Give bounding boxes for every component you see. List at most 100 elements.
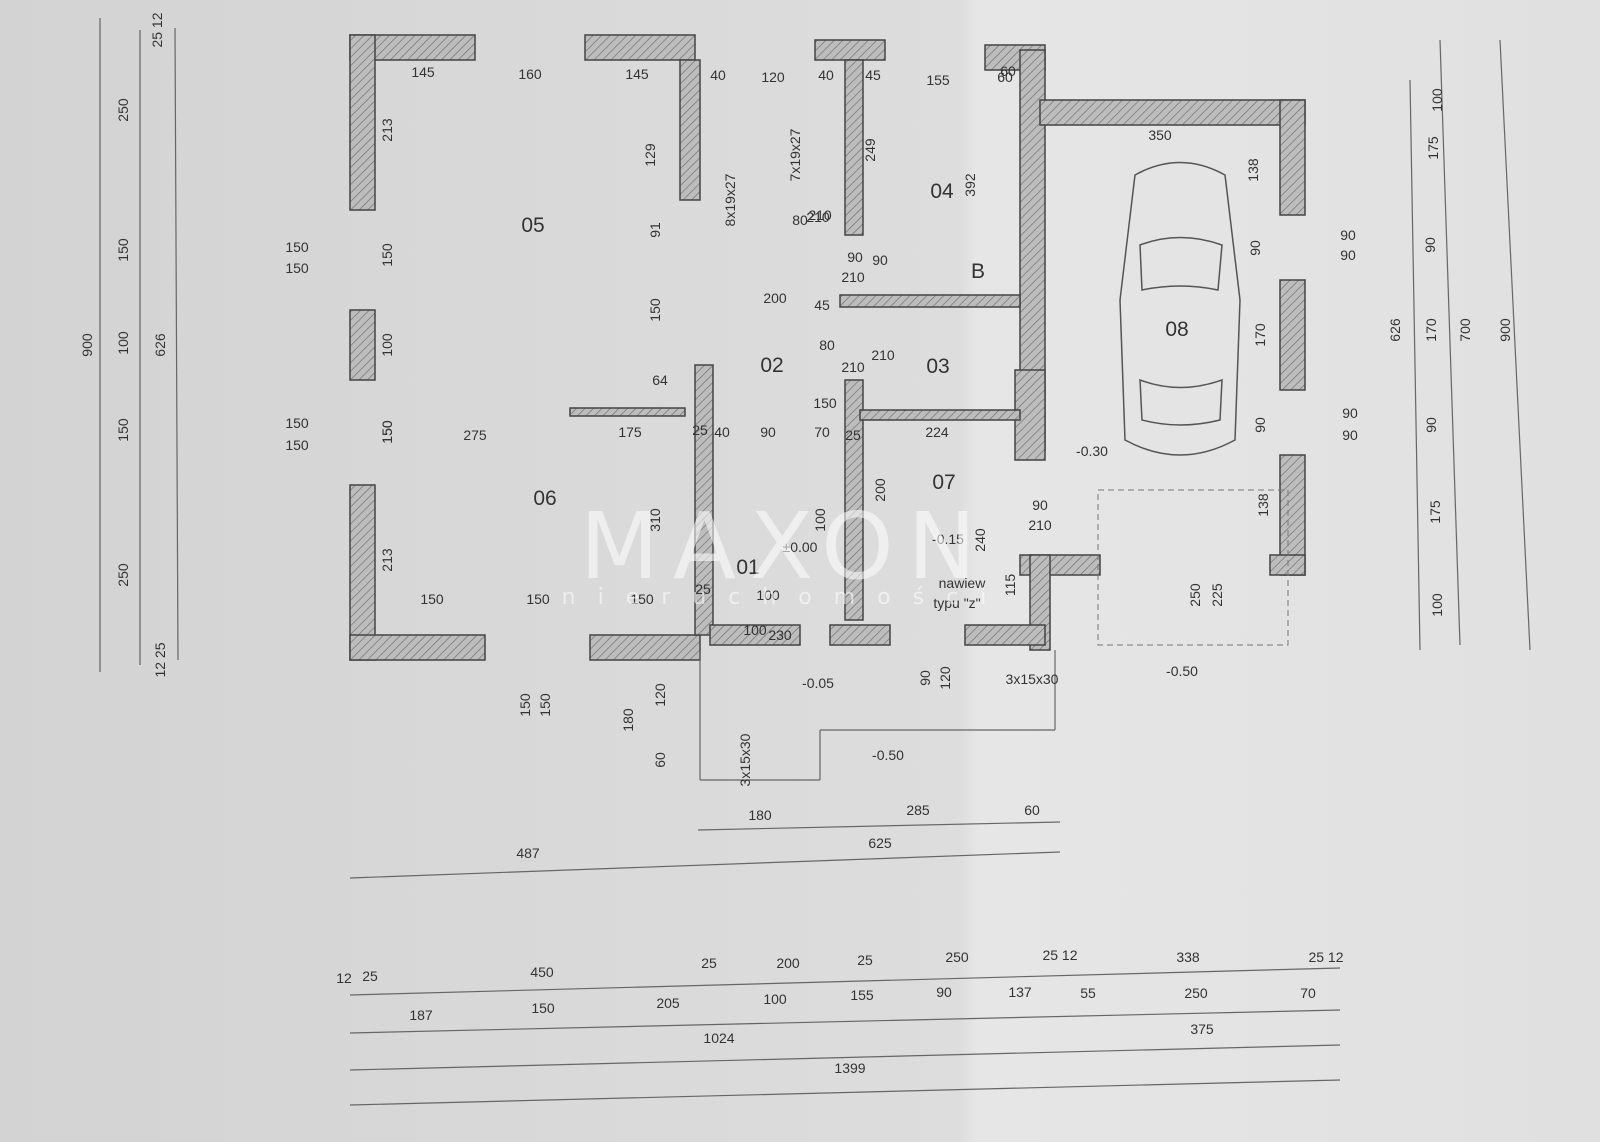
dimension-label: 180 (748, 807, 772, 823)
dimension-label: 275 (463, 427, 487, 443)
wall (839, 294, 1021, 308)
dimension-label: 90 (872, 252, 888, 268)
dimension-label: 175 (1425, 136, 1441, 160)
room-label: 03 (926, 355, 949, 378)
level-mark: ±0.00 (783, 539, 818, 555)
wall (589, 634, 701, 661)
room-label: 04 (930, 180, 954, 203)
dimension-label: 250 (1184, 985, 1208, 1001)
dimension-label: 310 (647, 508, 663, 532)
dimension-label: 90 (1422, 237, 1438, 253)
stairs-label: 3x15x30 (737, 733, 753, 786)
dimension-label: 150 (285, 239, 309, 255)
wall (829, 624, 891, 646)
dimension-label: 25 (857, 952, 873, 968)
wall (584, 34, 696, 61)
dimension-label: 137 (1008, 984, 1032, 1000)
dimension-label: 285 (906, 802, 930, 818)
dimension-label: 200 (872, 478, 888, 502)
dimension-lines (99, 18, 1531, 1106)
room-label: 06 (533, 487, 556, 510)
dimension-label: 70 (1300, 985, 1316, 1001)
dimension-label: 150 (420, 591, 444, 607)
dimension-label: 60 (1000, 63, 1016, 79)
dimension-label: 90 (1340, 227, 1356, 243)
dimension-line (349, 851, 1061, 879)
dimension-label: 90 (847, 249, 863, 265)
dimension-label: 25 (845, 427, 861, 443)
dimension-label: 45 (814, 297, 830, 313)
wall (349, 34, 376, 211)
dimension-line (174, 27, 179, 661)
dimension-label: 115 (1002, 574, 1018, 597)
dimension-label: 150 (115, 418, 131, 442)
dimension-label: 40 (710, 67, 726, 83)
level-mark: -0.30 (1076, 443, 1108, 459)
dimension-label: 900 (1497, 318, 1513, 342)
dimension-label: 60 (997, 69, 1013, 85)
dimension-label: 25 (695, 581, 711, 597)
dimension-label: 40 (714, 424, 730, 440)
level-mark: -0.05 (802, 675, 834, 691)
dimension-label: 150 (285, 260, 309, 276)
dimension-label: 150 (379, 420, 395, 444)
dimension-label: 150 (379, 243, 395, 267)
dimension-label: 155 (926, 72, 950, 88)
wall (349, 309, 376, 381)
dimension-label: 1399 (834, 1060, 865, 1076)
dimension-label: 150 (531, 1000, 555, 1016)
dimension-label: 91 (647, 222, 663, 238)
vent-type-label: typu "z" (933, 595, 980, 611)
dimension-label: 60 (1024, 802, 1040, 818)
dimension-label: 175 (618, 424, 642, 440)
level-mark: -0.50 (872, 747, 904, 763)
dimension-label: 392 (962, 173, 978, 197)
dimension-label: 210 (806, 209, 830, 225)
section-mark: B (971, 260, 985, 283)
dimension-label: 138 (1245, 158, 1261, 182)
wall (694, 364, 714, 636)
dimension-label: 145 (411, 64, 435, 80)
dimension-line (349, 1044, 1341, 1071)
stairs-label: 7x19x27 (787, 128, 803, 181)
dimension-label: 100 (812, 508, 828, 532)
wall (964, 624, 1046, 646)
dimension-line (1409, 79, 1421, 651)
dimension-label: 150 (285, 415, 309, 431)
dimension-label: 150 (537, 693, 553, 717)
wall (844, 59, 864, 236)
dimension-label: 250 (945, 949, 969, 965)
dimension-label: 90 (1342, 427, 1358, 443)
dimension-label: 150 (517, 693, 533, 717)
dimension-label: 80 (819, 337, 835, 353)
parking-area (1097, 489, 1289, 646)
dimension-label: 90 (1252, 417, 1268, 433)
dimension-label: 100 (763, 991, 787, 1007)
dimension-line (1439, 39, 1461, 646)
dimension-label: 240 (972, 528, 988, 552)
dimension-label: 150 (115, 238, 131, 262)
dimension-label: 249 (862, 138, 878, 162)
dimension-label: 200 (763, 290, 787, 306)
dimension-label: 350 (1148, 127, 1172, 143)
dimension-label: 626 (1387, 318, 1403, 342)
dimension-label: 12 (336, 970, 352, 986)
dimension-line (1499, 39, 1531, 651)
dimension-label: 64 (652, 372, 668, 388)
wall (679, 59, 701, 201)
dimension-label: 120 (761, 69, 785, 85)
dimension-label: 100 (115, 331, 131, 355)
dimension-label: 210 (1028, 517, 1052, 533)
dimension-label: 150 (526, 591, 550, 607)
dimension-label: 150 (813, 395, 837, 411)
dimension-label: 100 (1429, 593, 1445, 617)
dimension-label: 170 (1423, 318, 1439, 342)
dimension-label: 160 (518, 66, 542, 82)
dimension-label: 90 (1423, 417, 1439, 433)
dimension-label: 100 (1429, 88, 1445, 112)
walls (349, 34, 1306, 661)
dimension-label: 205 (656, 995, 680, 1011)
wall (349, 484, 376, 661)
dimension-label: 180 (620, 708, 636, 732)
